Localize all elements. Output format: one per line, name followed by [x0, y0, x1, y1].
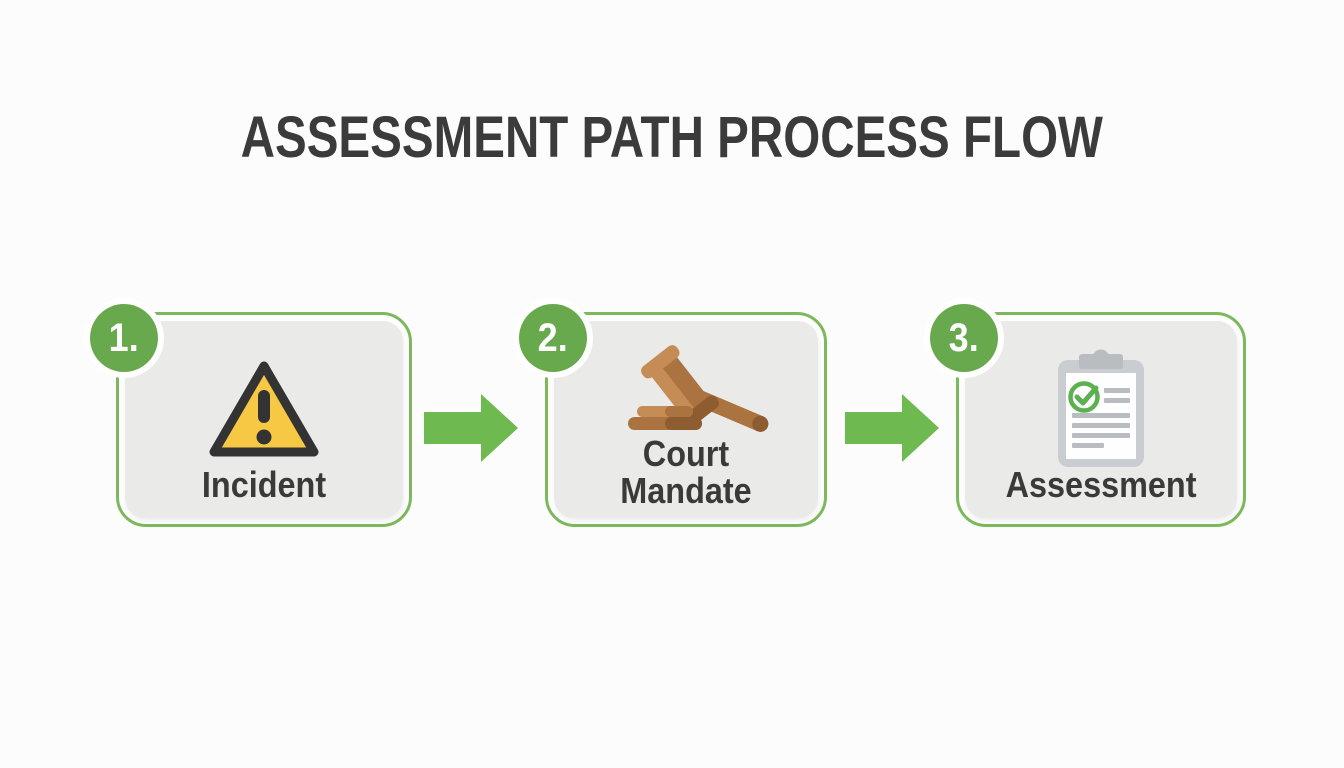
step-number-badge-2: 2.	[519, 304, 587, 372]
step-number-badge-1: 1.	[90, 304, 158, 372]
step-number-text: 1.	[108, 315, 140, 360]
step-label: Assessment	[1005, 464, 1197, 505]
clipboard-checklist-icon	[1058, 349, 1144, 467]
step-label: Court Mandate	[620, 433, 752, 512]
arrow-right-icon	[845, 394, 939, 462]
step-number-text: 3.	[948, 315, 980, 360]
page-title: ASSESSMENT PATH PROCESS FLOW	[0, 104, 1344, 171]
page-title-text: ASSESSMENT PATH PROCESS FLOW	[240, 105, 1104, 170]
step-card-court-mandate: 2. Co	[519, 304, 827, 527]
step-card-incident: 1. Incident	[90, 304, 412, 527]
arrow-right-icon	[424, 394, 518, 462]
step-number-text: 2.	[537, 315, 569, 360]
step-card-assessment: 3. Assessment	[930, 304, 1246, 527]
step-number-badge-3: 3.	[930, 304, 998, 372]
gavel-icon	[628, 345, 769, 432]
step-label: Incident	[201, 464, 327, 505]
warning-triangle-icon	[209, 361, 319, 457]
